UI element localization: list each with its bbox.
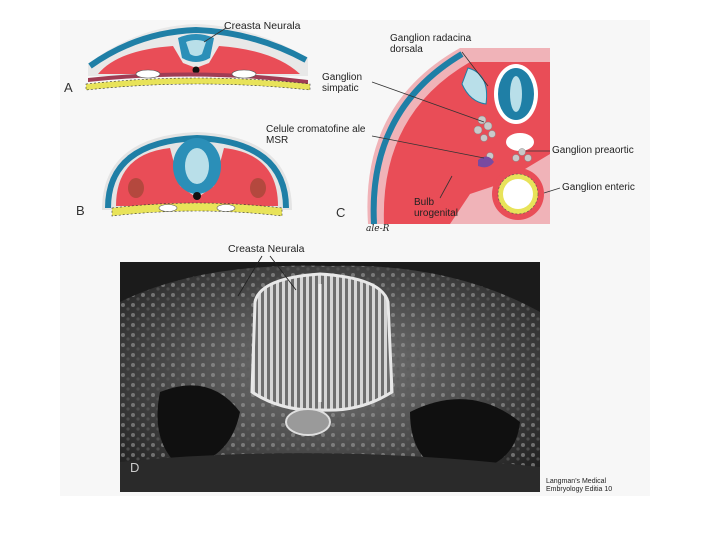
panel-c-diagram	[367, 48, 550, 225]
panel-d-credit: Langman's Medical Embryology Editia 10	[546, 478, 613, 493]
panel-a-letter: A	[64, 80, 73, 95]
panel-a-diagram	[85, 24, 311, 91]
panel-c-preaortic-ganglion-label: Ganglion preaortic	[552, 145, 634, 156]
panel-d-neural-crest-label: Creasta Neurala	[228, 243, 305, 255]
panel-d-micrograph	[120, 262, 540, 492]
panel-b-letter: B	[76, 203, 85, 218]
panel-c-urogenital-label: Bulb urogenital	[414, 197, 458, 219]
panel-c-chromaffin-cells-label: Celule cromatofine ale MSR	[266, 124, 366, 146]
panel-d-letter: D	[130, 460, 140, 475]
panel-c-dorsal-root-ganglion-label: Ganglion radacina dorsala	[390, 33, 472, 55]
panel-c-enteric-ganglion-label: Ganglion enteric	[562, 182, 635, 193]
panel-b-diagram	[102, 132, 292, 217]
panel-c-letter: C	[336, 205, 346, 220]
panel-a-leader-line	[203, 27, 227, 43]
panel-c-sympathetic-ganglion-label: Ganglion simpatic	[322, 72, 363, 94]
panel-a-neural-crest-label: Creasta Neurala	[224, 20, 301, 32]
panel-c-signature: ale-R	[366, 224, 390, 234]
